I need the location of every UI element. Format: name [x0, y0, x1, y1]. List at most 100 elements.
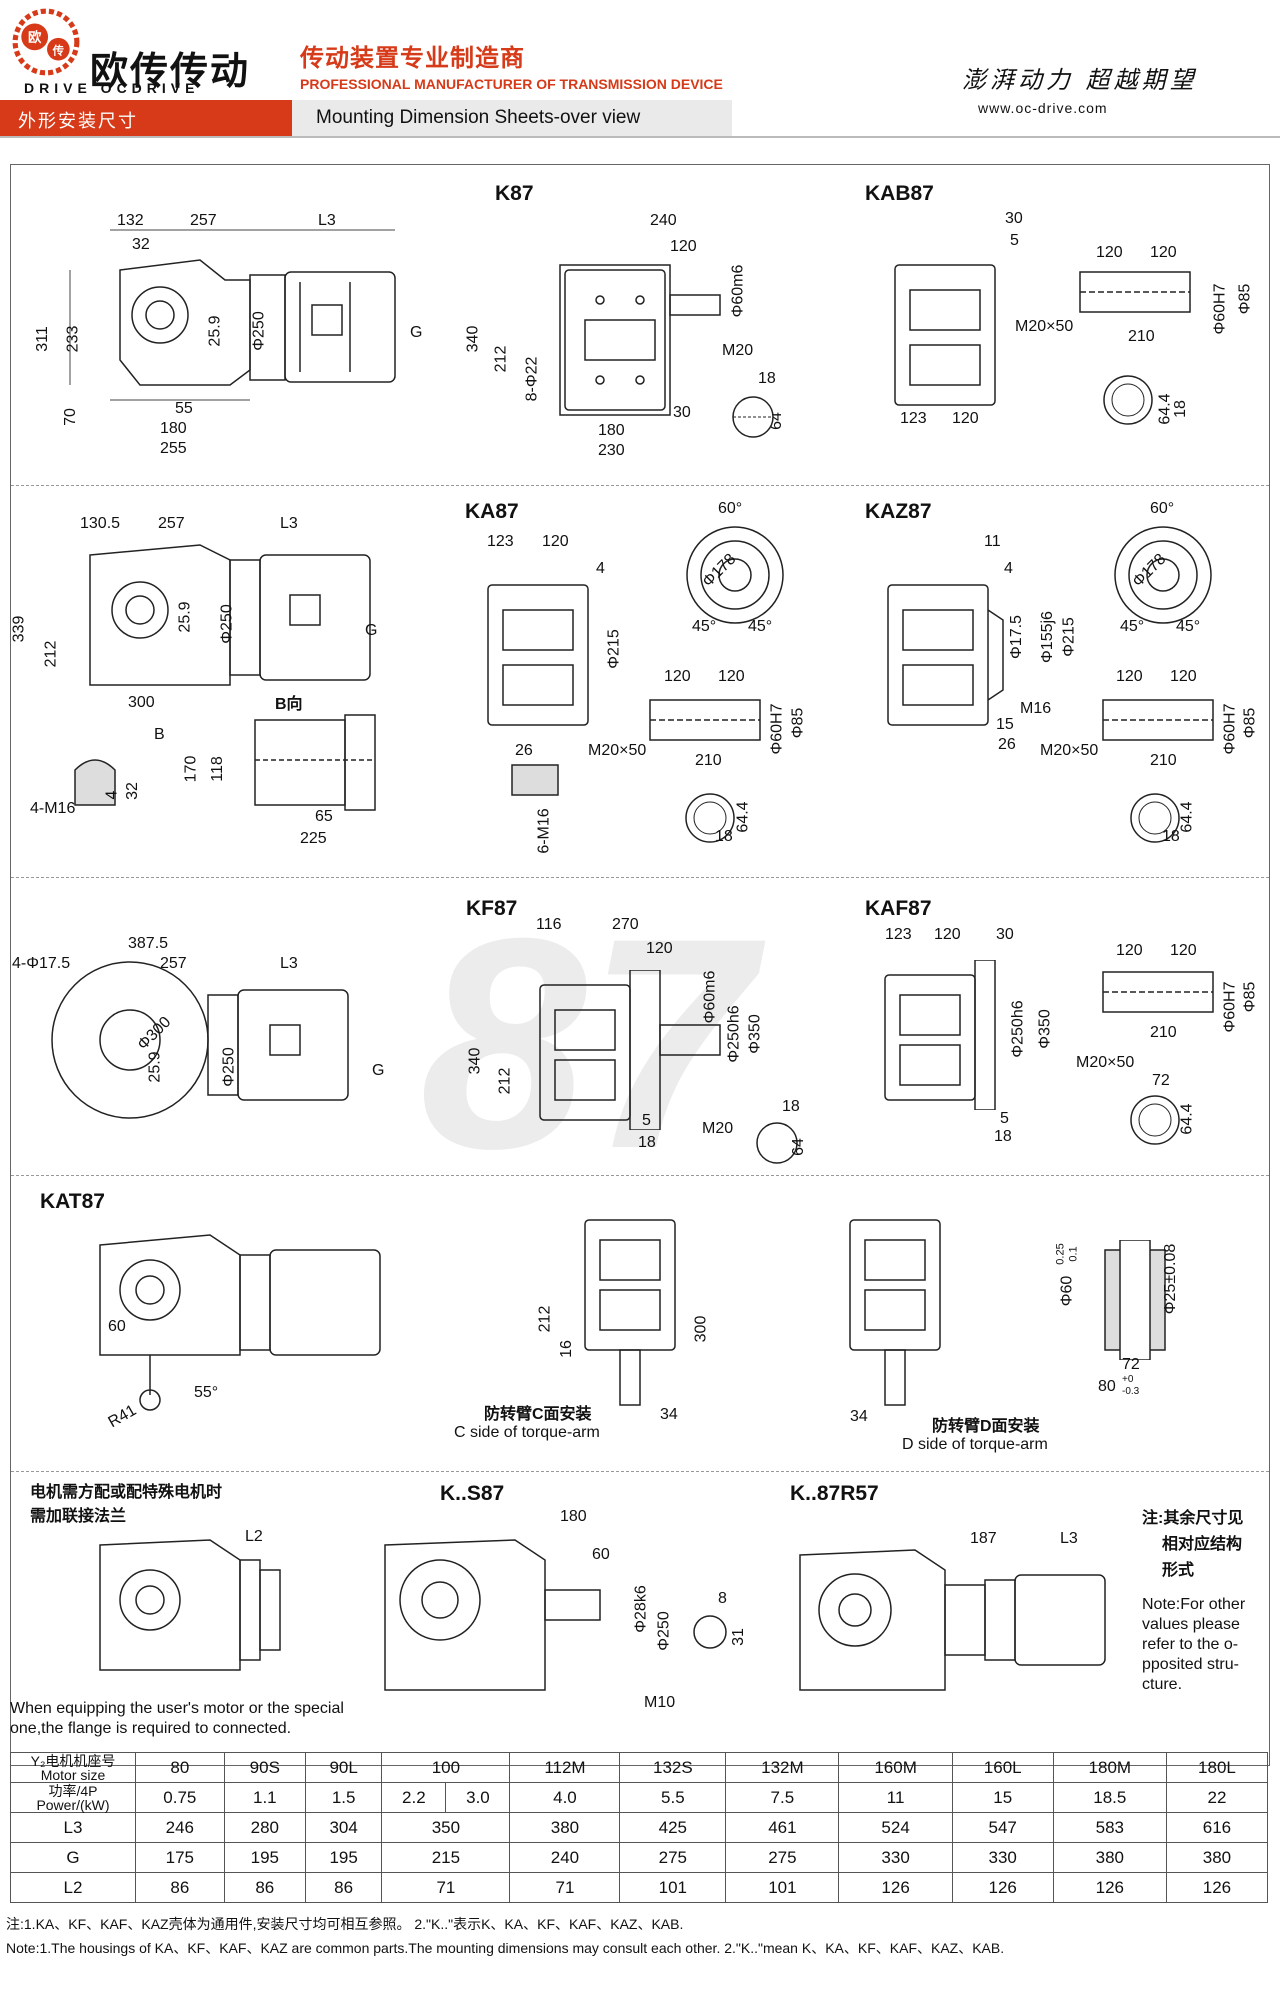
table-cell: 2.2 [381, 1782, 447, 1813]
dim-233: 233 [64, 325, 82, 353]
slogan-cn: 传动装置专业制造商 [300, 45, 525, 72]
table-cell: 126 [1165, 1872, 1269, 1903]
table-cell: 246 [135, 1812, 225, 1843]
ks87-drawing [384, 1539, 601, 1691]
dim-4: 4 [103, 790, 121, 800]
dim-g: G [365, 622, 378, 639]
kat87-side-drawing [99, 1234, 381, 1411]
dim-11: 11 [984, 533, 1001, 550]
row-label-cn: Y₂电机机座号 [30, 1752, 116, 1769]
table-cell: 380 [1052, 1842, 1167, 1873]
dim-210: 210 [695, 752, 722, 769]
table-cell: 180M [1052, 1752, 1167, 1783]
table-cell: 350 [381, 1812, 511, 1843]
dim-210: 210 [1128, 328, 1155, 345]
table-row: L2 86 86 86 71 71 101 101 126 126 126 12… [10, 1872, 1269, 1903]
dim-123: 123 [900, 410, 927, 427]
dim-25-9: 25.9 [146, 1051, 164, 1083]
dim-30: 30 [1005, 210, 1023, 227]
kaf87-front-drawing [884, 960, 996, 1110]
kf87-front-drawing [539, 970, 721, 1130]
table-cell: 5.5 [619, 1782, 727, 1813]
table-cell: 330 [838, 1842, 953, 1873]
table-row: L3 246 280 304 350 380 425 461 524 547 5… [10, 1812, 1269, 1843]
dim-123: 123 [885, 926, 912, 943]
row-label-en: Power/(kW) [36, 1796, 110, 1813]
watermark-87: 87 [420, 875, 754, 1211]
dim-45deg-b: 45° [1176, 618, 1201, 635]
table-cell: 90S [223, 1752, 306, 1783]
dim-l3: L3 [280, 515, 298, 532]
logo-char-top: 欧 [28, 29, 42, 45]
dim-m20x50: M20×50 [1040, 742, 1099, 759]
dim-255: 255 [160, 440, 187, 457]
kaz87-keyway-section [1130, 793, 1180, 843]
header-divider [0, 136, 1280, 138]
dim-phi215: Φ215 [605, 629, 623, 669]
flange-drawing [99, 1539, 281, 1671]
c-side-label-cn: 防转臂C面安装 [484, 1406, 592, 1423]
dim-phi60m6: Φ60m6 [729, 264, 747, 318]
dim-212: 212 [492, 345, 510, 373]
ka87-foot-detail [74, 759, 116, 806]
table-cell: 3.0 [445, 1782, 511, 1813]
dim-64-4: 64.4 [1178, 1103, 1196, 1135]
dim-25-9: 25.9 [206, 315, 224, 347]
dim-phi60: Φ60 [1058, 1275, 1076, 1307]
row-header-g: G [10, 1842, 136, 1873]
dim-60deg: 60° [718, 500, 743, 517]
kat87-bushing-section [1104, 1240, 1166, 1360]
dim-phi60h7: Φ60H7 [768, 703, 786, 755]
kf87-side-drawing [51, 961, 349, 1119]
table-cell: 330 [951, 1842, 1054, 1873]
k87r57-drawing [799, 1549, 1106, 1691]
table-cell: 80 [135, 1752, 225, 1783]
dim-210: 210 [1150, 1024, 1177, 1041]
table-cell: 112M [509, 1752, 621, 1783]
dim-30: 30 [673, 404, 691, 421]
dim-phi250: Φ250 [220, 1047, 238, 1087]
table-cell: 18.5 [1052, 1782, 1167, 1813]
dim-m20x50: M20×50 [1076, 1054, 1135, 1071]
dim-m20: M20 [722, 342, 754, 359]
dim-phi155j6: Φ155j6 [1038, 611, 1056, 663]
table-cell: 180L [1165, 1752, 1269, 1783]
dim-311: 311 [33, 326, 51, 352]
dim-387-5: 387.5 [128, 935, 169, 952]
website-url[interactable]: www.oc-drive.com [978, 100, 1108, 116]
table-cell: 22 [1165, 1782, 1269, 1813]
dim-212: 212 [536, 1305, 554, 1333]
dim-34b: 34 [850, 1408, 868, 1425]
dim-120c: 120 [1170, 942, 1197, 959]
table-cell: 195 [304, 1842, 383, 1873]
kaz87-title: KAZ87 [865, 500, 932, 523]
dim-230: 230 [598, 442, 625, 459]
footnote-en: Note:1.The housings of KA、KF、KAF、KAZ are… [6, 1940, 1005, 1956]
kat87-c-side-drawing [584, 1219, 676, 1406]
k87r57-title: K..87R57 [790, 1482, 879, 1505]
side-note-cn-3: 形式 [1162, 1562, 1195, 1579]
dim-phi350: Φ350 [1036, 1009, 1054, 1049]
row-header-l3: L3 [10, 1812, 136, 1843]
kf87-key-section [756, 1122, 798, 1164]
logo-char-bottom: 传 [52, 43, 64, 57]
table-cell: 86 [135, 1872, 225, 1903]
dim-120: 120 [1116, 668, 1143, 685]
section-title-bar: 外形安装尺寸 [0, 100, 292, 136]
dim-tol-plus0: +0 [1122, 1374, 1134, 1385]
table-cell: 1.1 [223, 1782, 306, 1813]
dim-phi17-5: Φ17.5 [1007, 615, 1025, 659]
table-cell: 215 [381, 1842, 511, 1873]
dim-120c: 120 [952, 410, 979, 427]
dim-45deg: 45° [1120, 618, 1145, 635]
row-label-en: Motor size [40, 1766, 106, 1783]
dim-132: 132 [117, 212, 144, 229]
table-cell: 547 [951, 1812, 1054, 1843]
dim-240: 240 [650, 212, 677, 229]
footnote-cn: 注:1.KA、KF、KAF、KAZ壳体为通用件,安装尺寸均可相互参照。 2."K… [6, 1916, 684, 1932]
ka87-tapped-hole [511, 764, 559, 796]
ks87-title: K..S87 [440, 1482, 505, 1505]
table-cell: 275 [619, 1842, 727, 1873]
